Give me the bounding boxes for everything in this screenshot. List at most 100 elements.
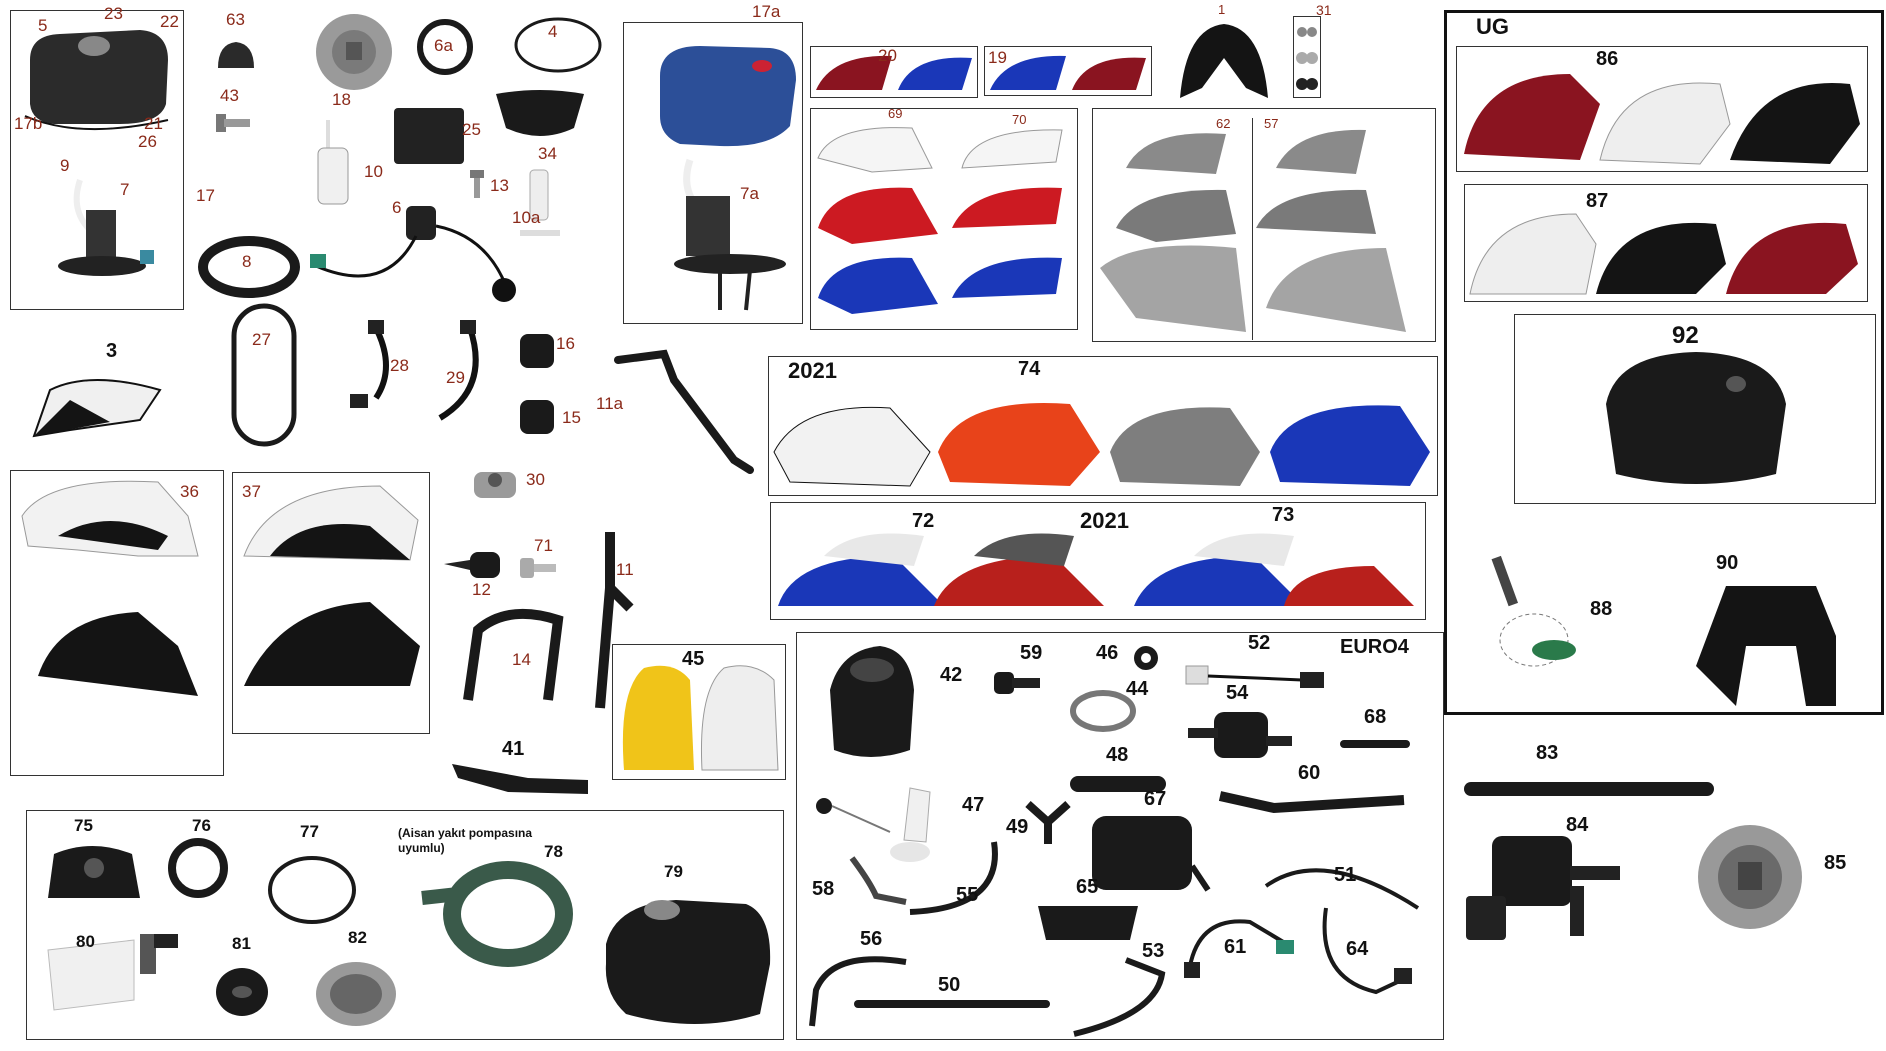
box-covers-62-57: [1092, 108, 1436, 342]
hose-49-image: [1025, 801, 1071, 844]
ug-tank-92-image: [1606, 352, 1786, 484]
part-label-81: 81: [232, 934, 251, 953]
part-label-54: 54: [1226, 682, 1249, 704]
part-label-77: 77: [300, 822, 319, 841]
bolt-71-image: [520, 558, 556, 578]
hose-55-image: [909, 841, 998, 915]
note-78: (Aisan yakıt pompasına uyumlu): [398, 826, 533, 855]
hose-29-image: [438, 320, 479, 421]
seal-6a-image: [417, 19, 473, 75]
filter-10a-image: [520, 169, 560, 236]
part-label-29: 29: [446, 368, 465, 387]
grommet-46-image: [1134, 646, 1158, 670]
part-label-63: 63: [226, 10, 245, 29]
part-label-19: 19: [988, 48, 1007, 67]
covers-62-57-image: [1100, 118, 1406, 340]
bracket-11-image: [595, 532, 634, 709]
part-label-9: 9: [60, 156, 70, 175]
box-cover-19: [984, 46, 1152, 96]
part-label-46: 46: [1096, 642, 1119, 664]
part-label-28: 28: [390, 356, 409, 375]
bolt-43-image: [216, 114, 250, 132]
harness-64-image: [1322, 907, 1412, 995]
year-header-74: 2021: [788, 358, 837, 383]
part-label-62: 62: [1216, 116, 1231, 131]
part-label-61: 61: [1224, 936, 1247, 958]
cover-37-image: [243, 485, 420, 686]
part-label-56: 56: [860, 928, 883, 950]
ug-header: UG: [1476, 14, 1509, 39]
part-label-79: 79: [664, 862, 683, 881]
box-parts-75-82: [26, 810, 784, 1040]
part-label-13: 13: [490, 176, 509, 195]
fuel-tank-17a-image: [660, 46, 796, 147]
fuel-cap-18-image: [316, 14, 392, 90]
part-label-22: 22: [160, 12, 179, 31]
nut-30-image: [474, 472, 516, 498]
pad-25-image: [394, 108, 464, 164]
part-label-78: 78: [544, 842, 563, 861]
covers-45-image: [622, 665, 779, 771]
box-cover-36: [10, 470, 224, 776]
part-label-51: 51: [1334, 864, 1357, 886]
ug-covers-86-image: [1464, 74, 1860, 165]
hose-56-image: [809, 956, 907, 1027]
part-label-83: 83: [1536, 742, 1559, 764]
part-label-27: 27: [252, 330, 271, 349]
part-label-73: 73: [1272, 504, 1295, 526]
box-ug: [1444, 10, 1884, 715]
ug-bolt-kit-88-image: [1491, 555, 1576, 667]
part-label-15: 15: [562, 408, 581, 427]
bracket-41-image: [452, 764, 588, 794]
box-cover-20: [810, 46, 978, 98]
part-label-75: 75: [74, 816, 93, 835]
part-label-1: 1: [1218, 2, 1226, 17]
part-label-31: 31: [1316, 2, 1332, 18]
part-label-5: 5: [38, 16, 48, 35]
mount-15-image: [520, 400, 554, 434]
part-label-17: 17: [196, 186, 215, 205]
box-ug-87: [1464, 184, 1868, 302]
seal-77-image: [268, 856, 356, 924]
part-label-41: 41: [502, 738, 525, 760]
box-cover-45: [612, 644, 786, 780]
harness-61-image: [1184, 919, 1294, 978]
valve-54-image: [1188, 712, 1292, 758]
part-label-80: 80: [76, 932, 95, 951]
box-euro4: [796, 632, 1444, 1040]
part-label-11a: 11a: [596, 394, 624, 413]
grommet-12-image: [444, 552, 500, 578]
part-label-10: 10: [364, 162, 383, 181]
part-label-55: 55: [956, 884, 979, 906]
harness-52-image: [1185, 665, 1324, 688]
year-header-72-73: 2021: [1080, 508, 1129, 533]
hose-83-image: [1464, 782, 1714, 796]
part-label-12: 12: [472, 580, 491, 599]
hose-48-image: [1070, 776, 1166, 792]
covers-74-image: [773, 403, 1430, 487]
part-label-87: 87: [1586, 190, 1609, 212]
part-label-6a: 6a: [434, 36, 453, 55]
fuel-cap-85-image: [1698, 825, 1802, 929]
box-ug-86: [1456, 46, 1868, 172]
canister-42-image: [830, 646, 914, 757]
part-label-4: 4: [548, 22, 558, 41]
part-label-14: 14: [512, 650, 531, 669]
part-label-8: 8: [242, 252, 252, 271]
bracket-60-image: [1218, 791, 1405, 814]
cover-1-image: [1180, 24, 1268, 98]
part-label-57: 57: [1264, 116, 1279, 131]
part-label-11: 11: [616, 560, 634, 579]
box-covers-72-73: [770, 502, 1426, 620]
fuel-tank-79-image: [605, 900, 771, 1024]
part-label-20: 20: [878, 46, 897, 65]
part-label-10a: 10a: [512, 208, 541, 227]
part-label-85: 85: [1824, 852, 1847, 874]
part-label-76: 76: [192, 816, 211, 835]
gasket-78-image: [421, 861, 573, 967]
part-label-25: 25: [462, 120, 481, 139]
part-label-86: 86: [1596, 48, 1619, 70]
part-label-30: 30: [526, 470, 545, 489]
part-label-88: 88: [1590, 598, 1613, 620]
